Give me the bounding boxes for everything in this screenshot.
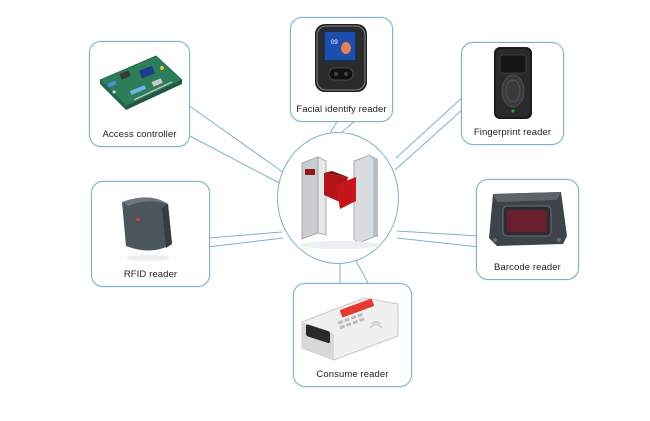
fingerprint-reader-icon xyxy=(494,47,532,119)
face-reader-icon: 09 xyxy=(315,24,367,92)
connector-barcode-2 xyxy=(396,237,480,248)
consume-reader-label: Consume reader xyxy=(316,369,389,380)
connector-rfid-2 xyxy=(207,237,284,248)
connector-rfid xyxy=(207,231,283,239)
card-consume-reader: Consume reader xyxy=(293,283,412,387)
pos-terminal-icon xyxy=(301,297,399,361)
connector-access-2 xyxy=(187,134,284,186)
access-controller-board-icon xyxy=(99,55,183,110)
card-rfid-reader: RFID reader xyxy=(91,181,210,287)
facial-reader-label: Facial identify reader xyxy=(296,104,387,115)
connector-fingerprint xyxy=(395,94,466,159)
barcode-scanner-icon xyxy=(489,192,567,246)
rfid-reader-icon xyxy=(122,197,172,261)
card-access-controller: Access controller xyxy=(89,41,190,147)
center-hub xyxy=(277,132,399,264)
svg-text:09: 09 xyxy=(331,40,338,46)
rfid-reader-label: RFID reader xyxy=(123,269,178,280)
card-fingerprint-reader: Fingerprint reader xyxy=(461,42,564,145)
connector-facial-2 xyxy=(341,119,357,133)
connector-access xyxy=(187,104,288,176)
turnstile-gate-icon xyxy=(300,154,380,249)
connector-barcode xyxy=(396,230,480,237)
card-facial-identify-reader: 09 Facial identify reader xyxy=(290,17,393,122)
connector-facial xyxy=(329,119,339,134)
fingerprint-reader-label: Fingerprint reader xyxy=(473,127,552,138)
access-controller-label: Access controller xyxy=(102,129,177,140)
card-barcode-reader: Barcode reader xyxy=(476,179,579,280)
barcode-reader-label: Barcode reader xyxy=(494,262,561,273)
connector-fingerprint-2 xyxy=(394,109,463,171)
connector-consume-2 xyxy=(355,260,369,284)
